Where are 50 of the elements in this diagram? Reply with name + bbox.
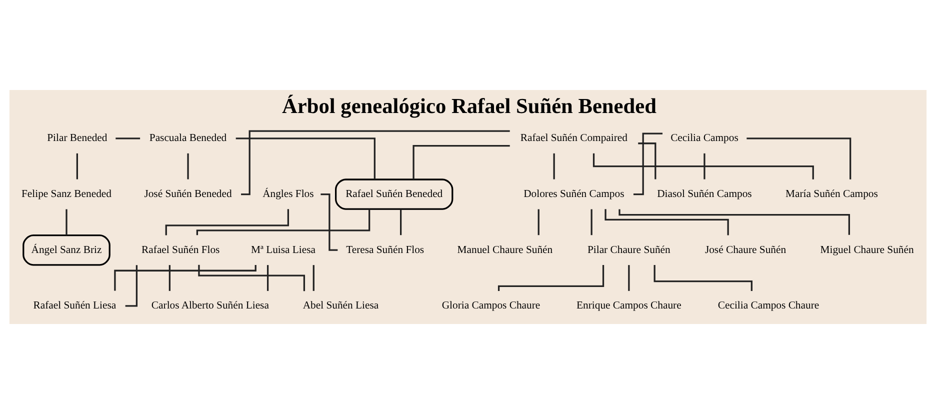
connector (628, 264, 630, 290)
node-text: Mª Luisa Liesa (251, 243, 316, 256)
node-text: Cecilia Campos Chaure (718, 299, 820, 312)
connector (746, 137, 852, 179)
connector (400, 208, 402, 235)
node-box: Rafael Suñén Beneded (335, 178, 454, 210)
connector (633, 132, 662, 195)
connector (66, 208, 68, 235)
connector (187, 152, 189, 179)
node-text: Pilar Beneded (47, 132, 108, 144)
node-text: Diasol Suñén Campos (657, 188, 752, 200)
node-text: Carlos Alberto Suñén Liesa (151, 299, 269, 312)
node-text: Felipe Sanz Beneded (22, 188, 112, 200)
node-text: Pilar Chaure Suñén (587, 243, 670, 256)
connector (236, 137, 376, 179)
connector (116, 137, 140, 139)
diagram-title: Árbol genealógico Rafael Suñén Beneded (282, 93, 656, 118)
connector (412, 144, 510, 179)
node-box: Ángel Sanz Briz (22, 234, 110, 266)
node-text: Gloria Campos Chaure (442, 299, 540, 312)
node-text: Rafael Suñén Liesa (33, 299, 116, 312)
connector (638, 142, 656, 179)
connector (312, 264, 314, 290)
connector (125, 264, 138, 306)
node-text: Rafael Suñén Compaired (520, 132, 628, 144)
node-text: Pascuala Beneded (149, 132, 227, 144)
node-text: Abel Suñén Liesa (302, 299, 379, 312)
node-text: María Suñén Campos (786, 188, 878, 200)
connector (266, 264, 269, 290)
connector (168, 264, 170, 290)
connector (590, 208, 592, 235)
connector (196, 208, 370, 235)
node-text: Teresa Suñén Flos (346, 243, 424, 256)
connector (76, 152, 78, 179)
node-text: José Chaure Suñén (704, 243, 786, 256)
connector (618, 208, 850, 234)
node-text: Manuel Chaure Suñén (457, 243, 553, 256)
connector (198, 264, 306, 291)
connector (538, 208, 540, 235)
node-text: Rafael Suñén Flos (142, 243, 220, 256)
connector (114, 264, 256, 290)
node-text: José Suñén Beneded (144, 188, 232, 200)
connector (704, 152, 706, 179)
connector (604, 208, 729, 235)
node-text: Ángles Flos (262, 188, 314, 200)
connector (553, 152, 555, 179)
node-text: Miguel Chaure Suñén (820, 243, 914, 256)
node-text: Dolores Suñén Campos (524, 188, 624, 200)
node-text: Enrique Campos Chaure (576, 299, 682, 312)
node-text: Cecilia Campos (670, 132, 738, 144)
